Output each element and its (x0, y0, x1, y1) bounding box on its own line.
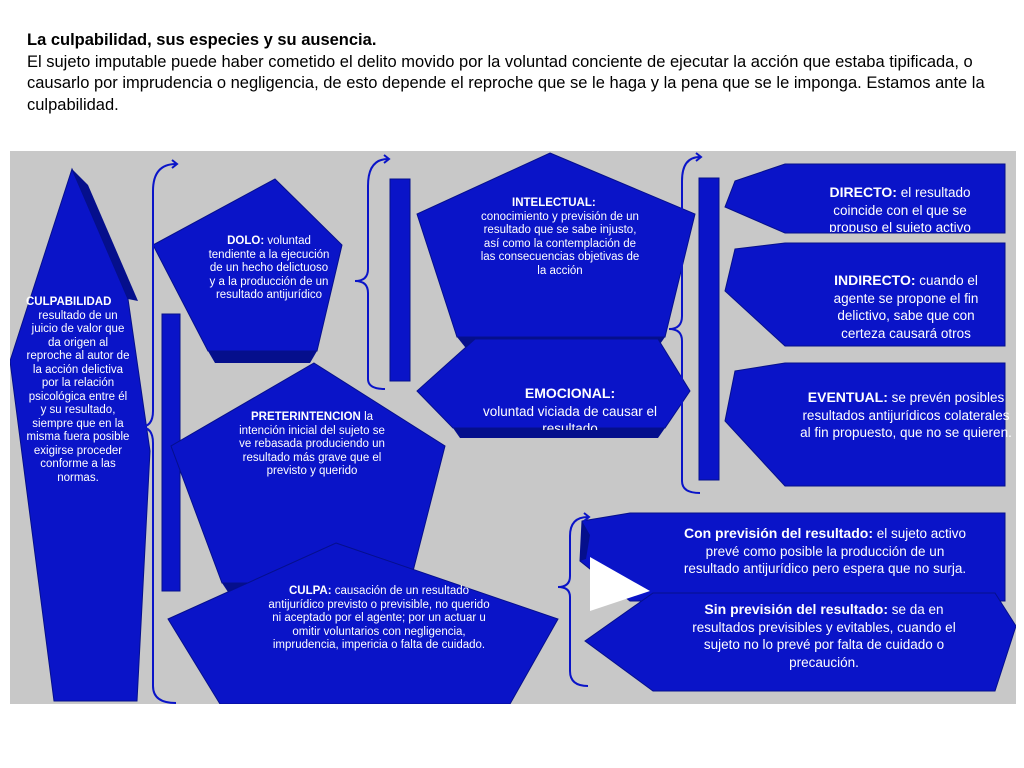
slide-paragraph: El sujeto imputable puede haber cometido… (27, 52, 985, 114)
sin-prevision-shape (584, 592, 1016, 692)
diagram-shapes (10, 152, 1016, 704)
preterintencion-label: PRETERINTENCIÓN la intención inicial del… (239, 411, 385, 477)
brace-culpa (557, 516, 589, 687)
culpa-label: CULPA: causación de un resultado antijur… (268, 585, 490, 651)
connector-bar-3 (698, 177, 720, 481)
con-prevision-bevel (580, 521, 590, 561)
culpabilidad-bevel (72, 169, 138, 301)
brace-arrow-4 (583, 512, 591, 522)
sin-prevision-notch (590, 557, 650, 611)
indirecto-label: INDIRECTO: cuando el agente se propone e… (833, 272, 979, 341)
emocional-label: EMOCIONAL: voluntad viciada de causar el… (482, 385, 658, 430)
sin-prevision-label: Sin previsión del resultado: se da en re… (692, 601, 956, 670)
eventual-shape (724, 362, 1006, 487)
culpability-diagram: CULPABILIDAD resultado de un juicio de v… (10, 151, 1016, 704)
connector-bar-2 (389, 178, 411, 382)
brace-arrow-3 (695, 152, 703, 162)
directo-label: DIRECTO: el resultado coincide con el qu… (829, 184, 971, 232)
emocional-bevel (453, 428, 665, 438)
eventual-label: EVENTUAL: se prevén posibles resultados … (800, 389, 1012, 440)
slide-header: La culpabilidad, sus especies y su ausen… (27, 30, 1002, 116)
con-prevision-label: Con previsión del resultado: el sujeto a… (683, 525, 967, 576)
intelectual-label: INTELECTUAL: conocimiento y previsión de… (480, 197, 640, 277)
brace-arrow-1 (171, 159, 179, 169)
brace-culpabilidad (139, 163, 177, 704)
brace-intelectual (668, 156, 701, 494)
slide-title: La culpabilidad, sus especies y su ausen… (27, 31, 377, 49)
dolo-bevel (208, 351, 317, 363)
brace-arrow-2 (383, 154, 391, 164)
indirecto-shape (724, 242, 1006, 347)
dolo-label: DOLO: voluntad tendiente a la ejecución … (208, 235, 330, 301)
brace-dolo (354, 158, 389, 390)
directo-shape (724, 163, 1006, 234)
culpabilidad-label: CULPABILIDAD resultado de un juicio de v… (26, 296, 130, 484)
culpa-shape (167, 542, 559, 704)
